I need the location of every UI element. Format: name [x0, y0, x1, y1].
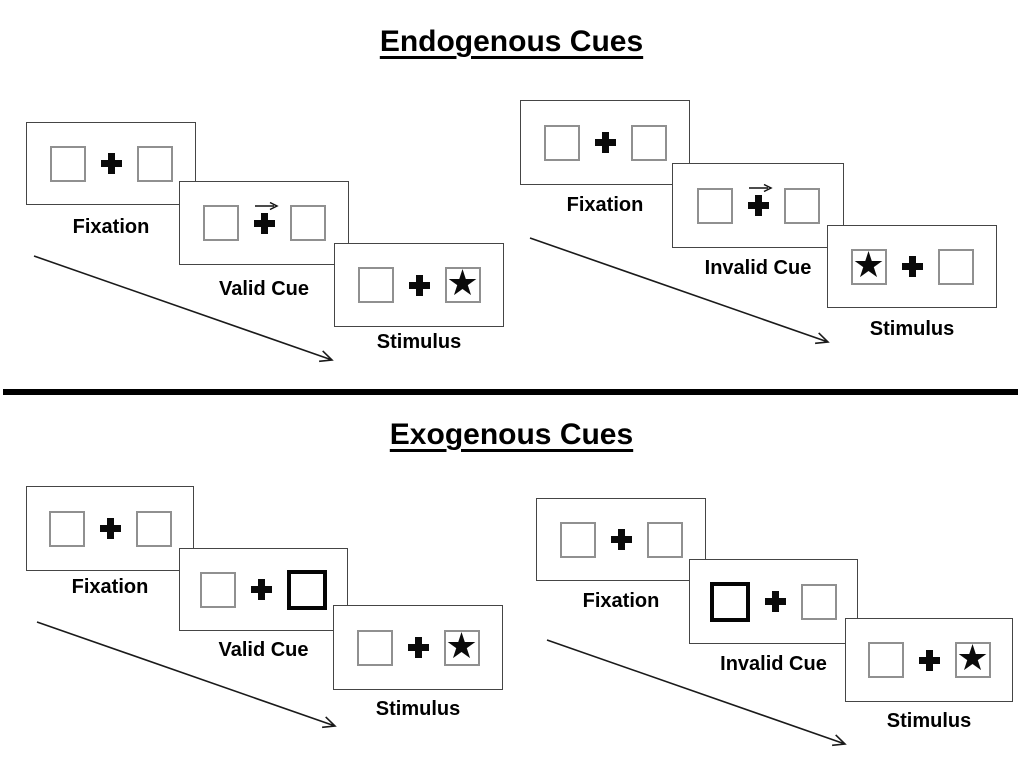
cue-label: Valid Cue — [218, 639, 309, 661]
star-icon: ★ — [445, 624, 478, 666]
left-placeholder-box — [543, 124, 580, 161]
endo-invalid-cue-screen — [672, 163, 844, 248]
stimulus-label: Stimulus — [886, 710, 972, 732]
exo-invalid-fixation-screen — [536, 498, 706, 581]
time-sequence-arrow — [36, 621, 337, 729]
star-icon: ★ — [956, 637, 989, 678]
star-icon: ★ — [446, 262, 479, 303]
fixation-cross-icon — [407, 637, 429, 658]
endo-valid-fixation-screen — [26, 122, 196, 205]
fixation-cross-icon — [253, 212, 275, 234]
left-placeholder-box — [202, 205, 239, 241]
left-target-box: ★ — [850, 243, 887, 285]
fixation-cross-icon — [901, 256, 923, 277]
fixation-cross-icon — [100, 153, 122, 174]
left-placeholder-box — [200, 571, 236, 608]
left-placeholder-box — [696, 187, 733, 224]
fixation-cross-icon — [251, 579, 272, 600]
exo-invalid-cue-screen — [689, 559, 858, 644]
right-placeholder-box — [937, 248, 974, 285]
right-placeholder-box — [630, 124, 667, 161]
right-target-box: ★ — [954, 637, 991, 678]
exo-valid-fixation-screen — [26, 486, 194, 571]
left-placeholder-box — [867, 642, 904, 678]
endo-invalid-fixation-screen — [520, 100, 690, 185]
stimulus-label: Stimulus — [375, 698, 461, 720]
endo-valid-stimulus-screen: ★ — [334, 243, 504, 327]
central-cue — [747, 183, 773, 216]
right-placeholder-box — [289, 205, 326, 241]
right-target-box: ★ — [444, 262, 481, 303]
time-sequence-arrow — [529, 237, 830, 345]
cue-label: Invalid Cue — [704, 257, 812, 279]
exo-valid-cue-screen — [179, 548, 348, 631]
left-highlighted-cue-box — [710, 581, 750, 622]
left-placeholder-box — [49, 145, 86, 182]
endogenous-title-text: Endogenous Cues — [379, 25, 644, 58]
time-sequence-arrow — [33, 255, 334, 363]
stimulus-label: Stimulus — [869, 318, 955, 340]
right-arrow-icon — [254, 201, 279, 210]
fixation-cross-icon — [99, 518, 121, 539]
fixation-label: Fixation — [71, 576, 149, 598]
fixation-cross-icon — [765, 591, 786, 612]
star-icon: ★ — [852, 243, 885, 285]
fixation-label: Fixation — [582, 590, 660, 612]
stimulus-label: Stimulus — [376, 331, 462, 353]
cue-label: Valid Cue — [218, 278, 310, 300]
right-placeholder-box — [136, 145, 173, 182]
fixation-cross-icon — [594, 132, 616, 153]
time-sequence-arrow — [546, 639, 847, 747]
right-placeholder-box — [801, 583, 837, 620]
right-highlighted-cue-box — [287, 569, 327, 610]
endo-valid-cue-screen — [179, 181, 349, 265]
section-divider — [3, 389, 1018, 395]
left-placeholder-box — [357, 267, 394, 303]
fixation-label: Fixation — [72, 216, 150, 238]
exogenous-title-text: Exogenous Cues — [389, 418, 634, 451]
exo-invalid-stimulus-screen: ★ — [845, 618, 1013, 702]
right-placeholder-box — [135, 510, 172, 547]
left-placeholder-box — [48, 510, 85, 547]
right-placeholder-box — [646, 521, 683, 558]
fixation-cross-icon — [747, 195, 769, 216]
right-target-box: ★ — [443, 624, 480, 666]
fixation-cross-icon — [408, 274, 430, 296]
exo-valid-stimulus-screen: ★ — [333, 605, 503, 690]
cue-label: Invalid Cue — [720, 653, 827, 675]
right-placeholder-box — [783, 187, 820, 224]
right-arrow-icon — [748, 183, 773, 193]
fixation-cross-icon — [610, 529, 632, 550]
exogenous-section-title: Exogenous Cues — [0, 418, 1023, 451]
endo-invalid-stimulus-screen: ★ — [827, 225, 997, 308]
fixation-cross-icon — [918, 649, 940, 671]
left-placeholder-box — [356, 629, 393, 666]
fixation-label: Fixation — [566, 194, 644, 216]
endogenous-section-title: Endogenous Cues — [0, 25, 1023, 58]
central-cue — [253, 201, 279, 234]
left-placeholder-box — [559, 521, 596, 558]
